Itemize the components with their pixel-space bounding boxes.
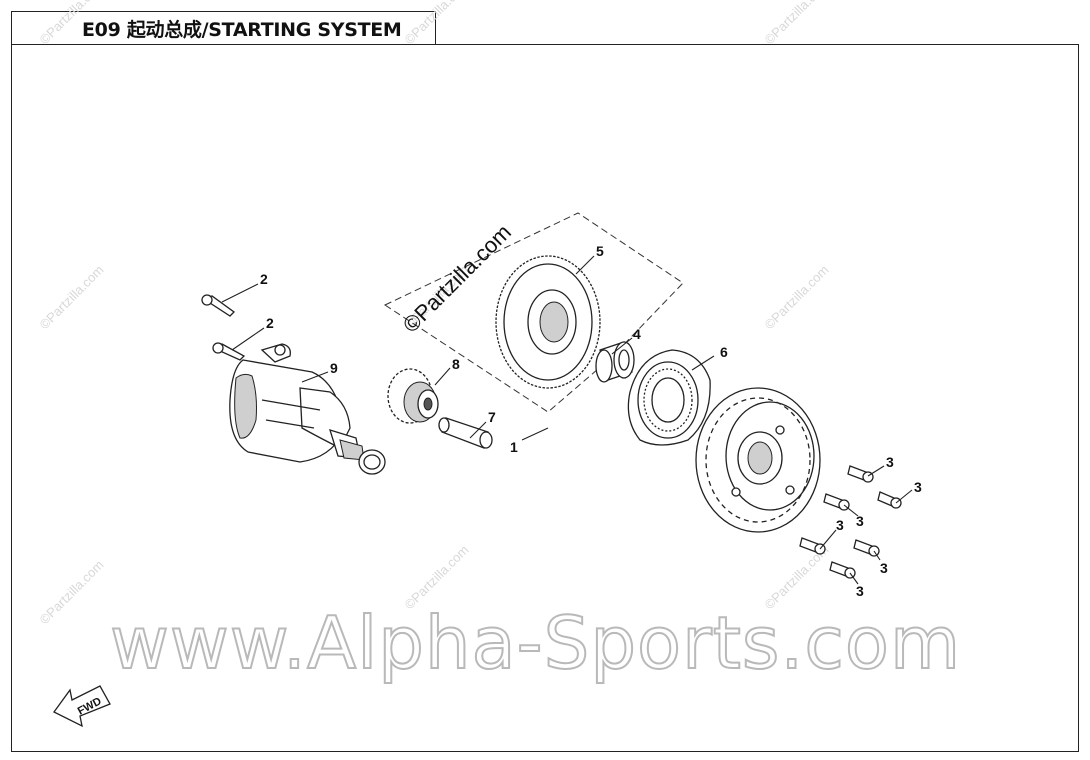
pinion-gear [387,368,439,424]
callout-6: 6 [720,344,728,360]
callout-3: 3 [856,583,864,599]
callout-2: 2 [260,271,268,287]
watermark-small: ©Partzilla.com [37,557,107,627]
callout-7: 7 [488,409,496,425]
callout-5: 5 [596,243,604,259]
watermark-small: ©Partzilla.com [37,262,107,332]
starter-clutch [627,349,711,446]
title-box: E09 起动总成/STARTING SYSTEM [11,11,436,45]
callout-9: 9 [330,360,338,376]
callout-3: 3 [914,479,922,495]
flywheel [695,387,821,533]
diagram-title: E09 起动总成/STARTING SYSTEM [82,18,402,41]
callout-4: 4 [633,326,641,342]
callout-3: 3 [856,513,864,529]
callout-3: 3 [886,454,894,470]
assembly-outline [383,212,684,413]
fwd-arrow: FWD [53,685,111,728]
starter-motor [229,343,386,475]
leader-lines [221,255,913,585]
callout-3: 3 [880,560,888,576]
watermark-small: ©Partzilla.com [402,0,472,47]
site-watermark: www.Alpha-Sports.com [110,601,961,685]
large-gear [495,255,601,389]
watermark-small: ©Partzilla.com [762,262,832,332]
callouts: 2 2 9 8 7 1 5 4 6 3 3 3 3 3 3 [260,243,922,599]
callout-1: 1 [510,439,518,455]
needle-bearing [595,341,635,383]
callout-3: 3 [836,517,844,533]
callout-2: 2 [266,315,274,331]
bolts-2 [201,294,246,361]
shaft [438,417,493,449]
watermark-small: ©Partzilla.com [37,0,107,47]
diagram-frame [11,44,1079,752]
bolts-3 [799,465,902,579]
watermark-small: ©Partzilla.com [762,0,832,47]
callout-8: 8 [452,356,460,372]
